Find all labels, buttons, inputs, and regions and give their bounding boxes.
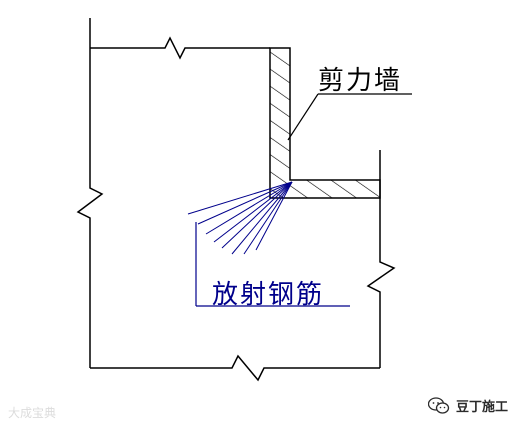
top-edge-break bbox=[90, 36, 270, 60]
left-edge-break bbox=[76, 18, 104, 368]
watermark-right-text: 豆丁施工 bbox=[456, 400, 509, 415]
watermark-left: 大成宝典 bbox=[8, 404, 56, 421]
radial-rebars bbox=[187, 181, 293, 255]
bottom-edge-break bbox=[90, 354, 380, 382]
watermark-left-text: 大成宝典 bbox=[8, 406, 57, 420]
shear-wall-leader bbox=[287, 93, 412, 141]
rebar-3 bbox=[205, 181, 293, 235]
slab-outline bbox=[76, 18, 396, 382]
rebar-5 bbox=[221, 181, 293, 249]
rebar-leader bbox=[195, 222, 350, 307]
rebar-8 bbox=[255, 181, 293, 251]
shear-wall-label: 剪力墙 bbox=[318, 66, 403, 96]
rebar-4 bbox=[213, 181, 293, 243]
wechat-icon bbox=[428, 396, 450, 414]
shear-wall-hatch bbox=[269, 47, 381, 199]
shear-wall bbox=[269, 47, 381, 199]
rebar-1 bbox=[187, 181, 293, 215]
rebar-2 bbox=[197, 181, 293, 225]
right-edge-break bbox=[366, 150, 396, 368]
radial-rebar-label: 放射钢筋 bbox=[212, 280, 325, 310]
rebar-7 bbox=[243, 181, 293, 255]
watermark-right: 豆丁施工 bbox=[428, 396, 508, 415]
rebar-6 bbox=[231, 181, 293, 255]
